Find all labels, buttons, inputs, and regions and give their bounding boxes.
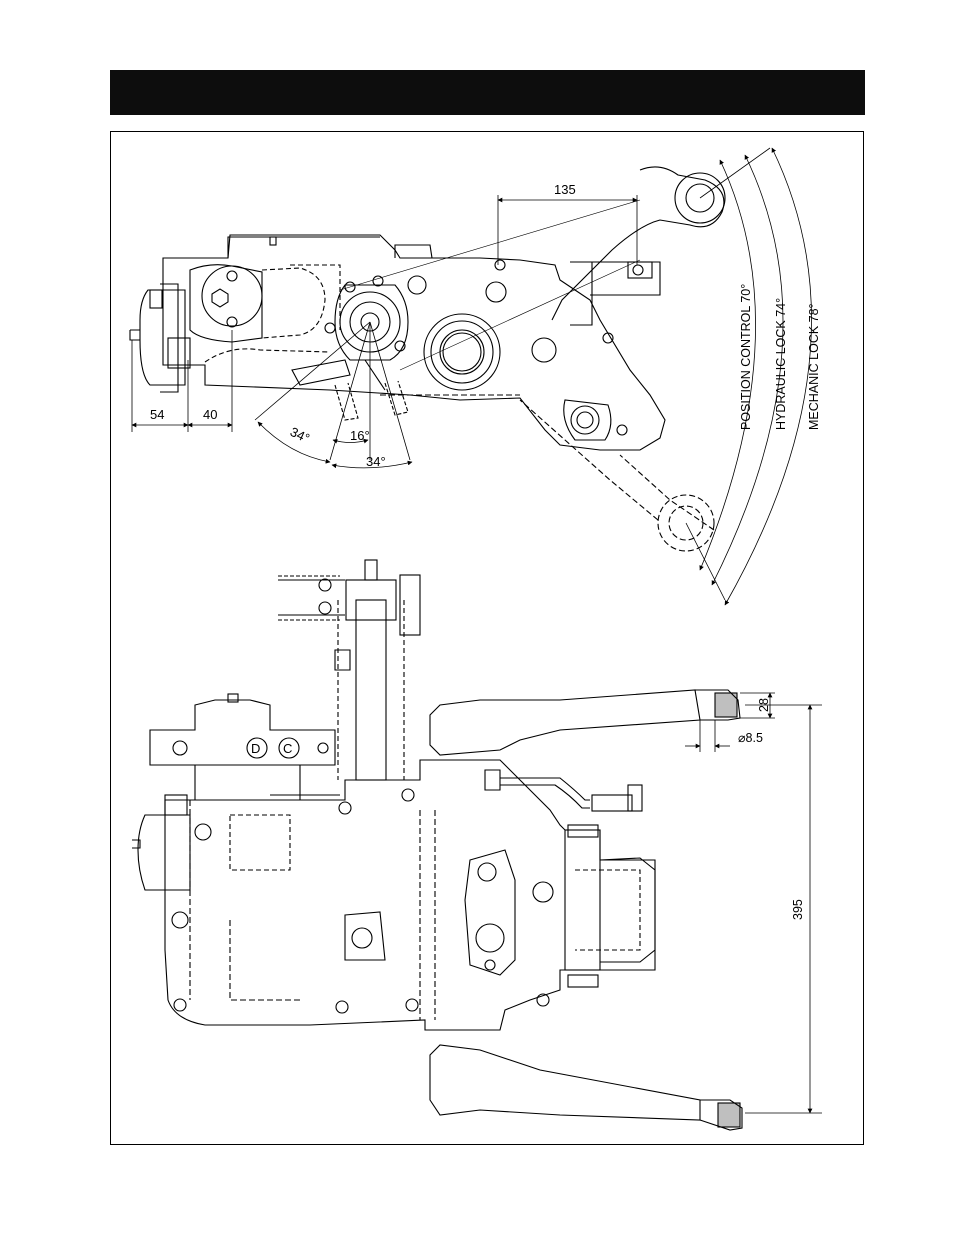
dim-54: 54 — [150, 407, 164, 422]
bolt — [633, 265, 643, 275]
lower-arm — [430, 1045, 700, 1120]
angle-34-left: 34° — [288, 424, 312, 446]
bolt — [339, 802, 351, 814]
mechanic-lock-label: MECHANIC LOCK 78° — [807, 303, 821, 430]
lever-arm — [552, 167, 724, 320]
dim-diameter: ⌀8.5 — [738, 731, 763, 745]
bolt — [227, 271, 237, 281]
bolt — [617, 425, 627, 435]
bolt — [174, 999, 186, 1011]
bolt — [172, 912, 188, 928]
dim-135: 135 — [554, 182, 576, 197]
angle-16: 16° — [350, 428, 370, 443]
bolt — [325, 323, 335, 333]
bolt — [336, 1001, 348, 1013]
angle-34-right: 34° — [366, 454, 386, 469]
top-view — [130, 148, 812, 605]
bottom-view — [132, 560, 822, 1130]
port-d-label: D — [251, 741, 260, 756]
upper-arm — [430, 690, 700, 755]
port-c-label: C — [283, 741, 292, 756]
cover-plate — [465, 850, 515, 975]
position-control-label: POSITION CONTROL 70° — [739, 284, 753, 430]
bolt — [318, 743, 328, 753]
dim-395: 395 — [791, 899, 805, 920]
vertical-tube — [356, 600, 386, 780]
bolt — [402, 789, 414, 801]
bolt — [533, 882, 553, 902]
main-shaft — [424, 314, 500, 390]
valve-block — [150, 700, 335, 765]
bolt — [495, 260, 505, 270]
hydraulic-lock-label: HYDRAULIC LOCK 74° — [774, 298, 788, 430]
center-bolt — [352, 928, 372, 948]
dim-40: 40 — [203, 407, 217, 422]
bolt — [406, 999, 418, 1011]
bolt — [603, 333, 613, 343]
bolt — [173, 741, 187, 755]
dim-28: 28 — [757, 698, 771, 712]
